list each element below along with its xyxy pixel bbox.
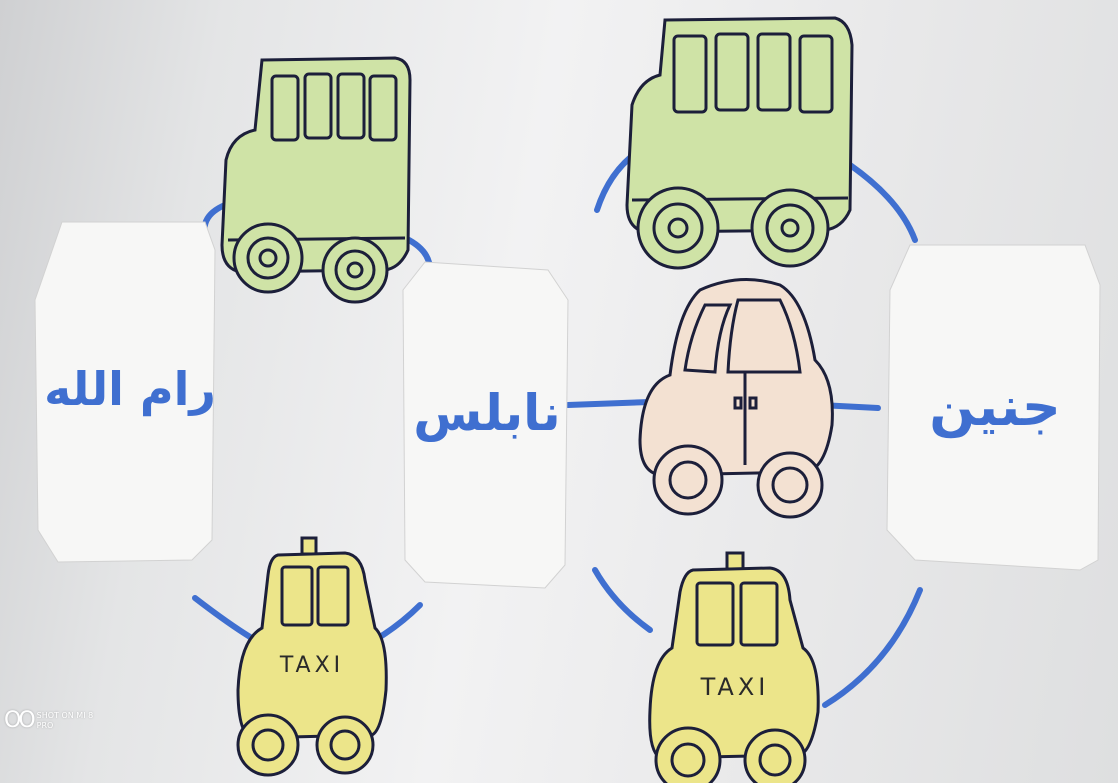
card-ramallah: رام الله [35,222,216,562]
taxi-left-label: TAXI [279,653,344,678]
watermark-line1: SHOT ON MI 8 [37,711,94,720]
camera-watermark: OO SHOT ON MI 8 PRO [4,708,93,733]
card-jenin-label: جنين [929,375,1061,438]
camera-logo-icon: OO [4,708,33,733]
taxi-right-label: TAXI [700,673,770,701]
card-jenin: جنين [887,245,1100,570]
bus-right [627,18,852,268]
watermark-line2: PRO [37,721,54,730]
card-nablus-label: نابلس [413,384,560,442]
bus-left [222,58,410,302]
taxi-right: TAXI [650,553,818,783]
car-center [640,280,832,517]
taxi-left: TAXI [238,538,386,775]
card-nablus: نابلس [403,262,568,588]
card-ramallah-label: رام الله [44,362,216,416]
